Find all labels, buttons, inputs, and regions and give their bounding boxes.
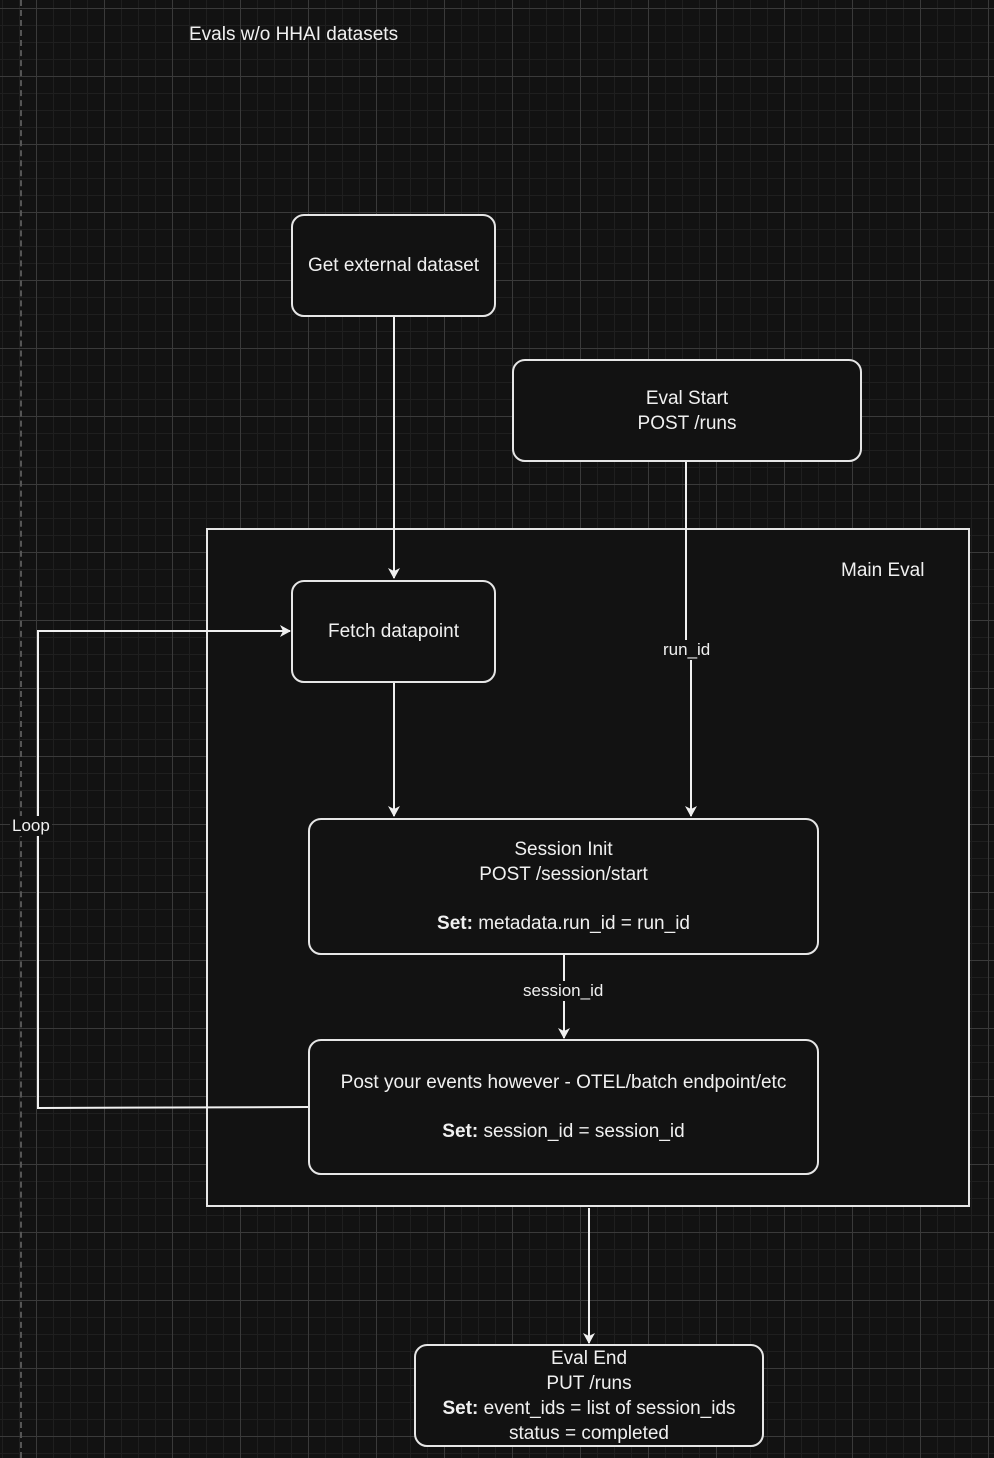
edge-label-run-id: run_id	[661, 640, 713, 660]
main-eval-label: Main Eval	[841, 560, 925, 581]
node-session-init[interactable]: Session Init POST /session/start Set: me…	[308, 818, 819, 955]
node-post-events[interactable]: Post your events however - OTEL/batch en…	[308, 1039, 819, 1175]
node-set-line: Set: event_ids = list of session_ids	[442, 1396, 735, 1421]
set-keyword: Set:	[442, 1397, 479, 1419]
set-value: session_id = session_id	[478, 1121, 685, 1142]
node-fetch-datapoint[interactable]: Fetch datapoint	[291, 580, 496, 683]
edge-label-loop: Loop	[10, 816, 52, 836]
set-value: metadata.run_id = run_id	[472, 913, 690, 934]
node-eval-start[interactable]: Eval Start POST /runs	[512, 359, 862, 462]
node-set-line: Set: session_id = session_id	[442, 1119, 684, 1144]
node-title: Session Init	[514, 839, 613, 860]
node-title: Post your events however - OTEL/batch en…	[340, 1072, 787, 1093]
set-keyword: Set:	[442, 1121, 479, 1142]
node-endpoint: POST /session/start	[479, 864, 648, 885]
canvas-guide-line	[20, 0, 22, 1458]
set-keyword: Set:	[437, 913, 473, 934]
node-set-line: Set: metadata.run_id = run_id	[437, 911, 690, 936]
node-label: Get external dataset	[307, 255, 480, 276]
node-endpoint: PUT /runs	[546, 1372, 632, 1394]
diagram-title: Evals w/o HHAI datasets	[189, 24, 399, 45]
node-get-external-dataset[interactable]: Get external dataset	[291, 214, 496, 317]
node-status-line: status = completed	[508, 1422, 669, 1444]
node-title: Eval End	[550, 1347, 628, 1369]
node-eval-end[interactable]: Eval End PUT /runs Set: event_ids = list…	[414, 1344, 764, 1447]
edge-label-session-id: session_id	[521, 981, 606, 1001]
set-value: event_ids = list of session_ids	[478, 1397, 736, 1419]
node-endpoint: POST /runs	[637, 412, 737, 434]
node-title: Eval Start	[645, 387, 729, 409]
node-label: Fetch datapoint	[328, 621, 459, 642]
